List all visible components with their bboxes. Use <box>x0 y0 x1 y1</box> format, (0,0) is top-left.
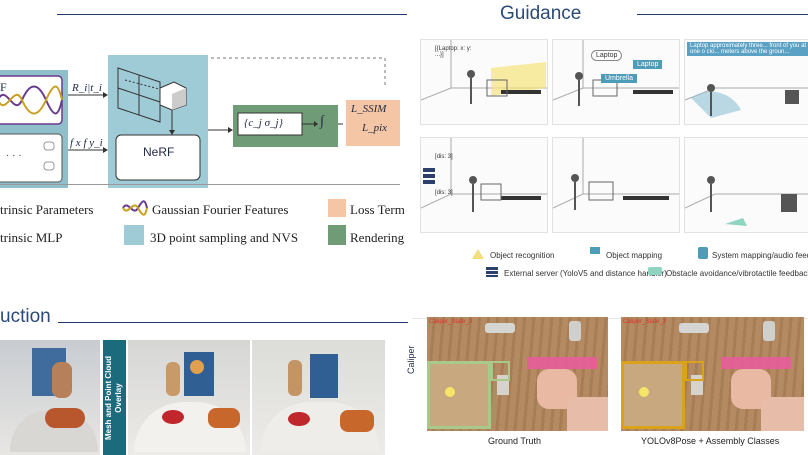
legend-loss-swatch <box>328 199 346 217</box>
integral-label: ∫ <box>320 114 324 129</box>
system-mapping-icon <box>698 247 708 259</box>
tag-umbrella: Umbrella <box>601 74 638 83</box>
guidance-bottom-rule <box>412 318 808 319</box>
legend-intrinsic-params: trinsic Parameters <box>0 202 94 217</box>
legend-sampling-swatch <box>124 225 144 245</box>
scene-feedback: Laptop approximately three... front of y… <box>684 39 808 125</box>
gaussian-fourier-icon <box>122 200 148 216</box>
caption-ground-truth: Ground Truth <box>488 436 542 446</box>
legend-sampling: 3D point sampling and NVS <box>150 230 299 245</box>
fourier-label: F <box>0 80 7 94</box>
caption-yolo: YOLOv8Pose + Assembly Classes <box>641 436 780 446</box>
scene-obstacle <box>684 137 808 233</box>
nerf-box <box>115 134 201 181</box>
guidance-title: Guidance <box>500 3 582 24</box>
tag-laptop: Laptop <box>633 60 663 69</box>
recon-overlay-label: Mesh and Point Cloud Overlay <box>104 356 123 440</box>
top-rule-left <box>57 14 407 15</box>
recon-overlay-label-box <box>103 340 126 455</box>
legend-external-server: External server (YoloV5 and distance han… <box>504 269 667 278</box>
color-density-label: {c_j σ_j} <box>244 117 283 129</box>
legend-rendering-swatch <box>328 225 346 245</box>
obstacle-icon <box>648 267 662 275</box>
pipeline-legend: trinsic Parameters Gaussian Fourier Feat… <box>0 192 410 252</box>
image-plane <box>117 67 161 123</box>
gt-zoom-box <box>427 361 491 429</box>
caliper-side-label: Caliper <box>406 345 416 374</box>
legend-obstacle: Obstacle avoidance/vibrotactile feedback <box>666 269 808 278</box>
loss-ssim-label: L_SSIM <box>351 103 387 115</box>
recon-photo-1 <box>0 340 100 455</box>
legend-intrinsic-mlp: trinsic MLP <box>0 230 63 245</box>
bubble-laptop-xy: [{Laptop: x: y: ...}] <box>435 46 472 58</box>
nerf-label: NeRF <box>143 145 175 159</box>
bubble-approx: Laptop approximately three... front of y… <box>687 42 808 56</box>
dis-label-2: [dis: 3] <box>435 190 453 196</box>
scene-room <box>552 137 680 233</box>
legend-system-mapping: System mapping/audio feedback <box>712 251 808 260</box>
loss-pix-label: L_pix <box>362 122 388 134</box>
overlay-left: Caliper_State_3 <box>429 319 473 325</box>
legend-object-recognition: Object recognition <box>490 251 555 260</box>
legend-top-rule <box>0 184 400 185</box>
legend-loss: Loss Term <box>350 202 405 217</box>
reconstruction-rule <box>58 322 408 323</box>
detection-ground-truth: Caliper_State_3 <box>427 317 608 431</box>
scene-recognition: [{Laptop: x: y: ...}] <box>420 39 548 125</box>
guidance-scenes: [{Laptop: x: y: ...}] Laptop Laptop Umbr… <box>412 33 808 263</box>
fourier-wave <box>0 85 63 115</box>
pipeline-svg <box>0 55 400 188</box>
recon-photo-3 <box>252 340 385 455</box>
legend-rendering: Rendering <box>350 230 405 245</box>
legend-object-mapping: Object mapping <box>606 251 663 260</box>
scene-mapping: Laptop Laptop Umbrella <box>552 39 680 125</box>
loss-block <box>346 100 400 146</box>
object-mapping-icon <box>590 247 600 254</box>
yolo-zoom-box <box>621 361 685 429</box>
pipeline-diagram: F · · · R_i|t_i f x f y_i NeRF {c_j σ_j}… <box>0 50 410 190</box>
intrinsics-label: f x f y_i <box>70 137 103 149</box>
bubble-laptop: Laptop <box>591 50 623 61</box>
detection-yolo: Caliper_State_3 <box>621 317 804 431</box>
pose-label: R_i|t_i <box>72 82 102 94</box>
object-recognition-icon <box>472 249 484 259</box>
overlay-right: Caliper_State_3 <box>623 319 667 325</box>
scene-distance: [dis: 3] [dis: 3] <box>420 137 548 233</box>
dis-label-1: [dis: 3] <box>435 154 453 160</box>
guidance-legend: Object recognition Object mapping System… <box>412 245 808 295</box>
mlp-dots: · · · <box>6 150 22 161</box>
recon-photo-2 <box>128 340 250 455</box>
reconstruction-title: uction <box>0 306 51 327</box>
legend-gaussian: Gaussian Fourier Features <box>152 202 289 217</box>
top-rule-right <box>637 14 808 15</box>
server-icon <box>486 267 498 277</box>
